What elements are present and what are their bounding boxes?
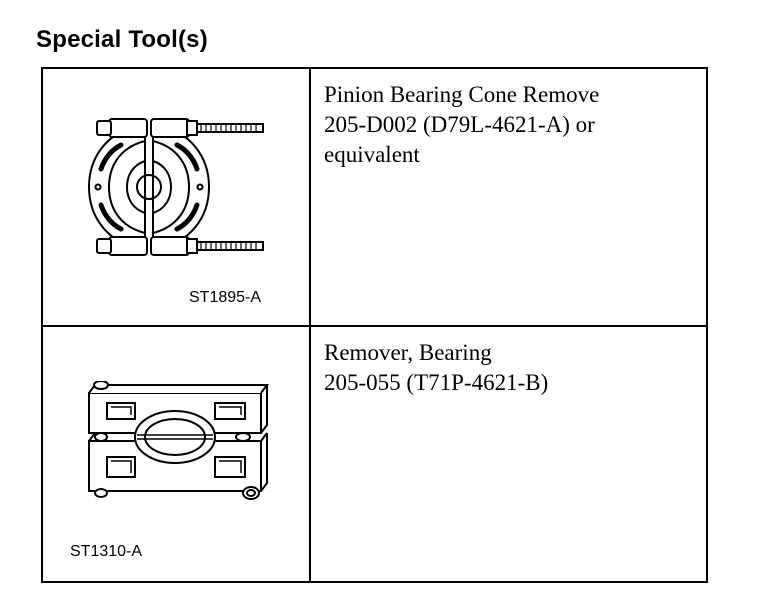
description-line: Pinion Bearing Cone Remove: [324, 82, 600, 107]
tool-description: Remover, Bearing 205-055 (T71P-4621-B): [311, 327, 706, 398]
tool-row: ST1895-A Pinion Bearing Cone Remove 205-…: [41, 67, 708, 327]
special-tools-table: ST1895-A Pinion Bearing Cone Remove 205-…: [41, 67, 708, 583]
description-line: 205-055 (T71P-4621-B): [324, 370, 549, 395]
tool-illustration-cell: ST1310-A: [41, 325, 311, 583]
description-line: 205-D002 (D79L-4621-A) or: [324, 112, 595, 137]
description-line: equivalent: [324, 142, 420, 167]
tool-description-cell: Pinion Bearing Cone Remove 205-D002 (D79…: [309, 67, 708, 327]
bearing-splitter-puller-icon: [87, 118, 264, 256]
tool-description-cell: Remover, Bearing 205-055 (T71P-4621-B): [309, 325, 708, 583]
description-line: Remover, Bearing: [324, 340, 492, 365]
section-title: Special Tool(s): [36, 26, 208, 53]
figure-label: ST1895-A: [189, 289, 262, 306]
figure-label: ST1310-A: [70, 543, 143, 560]
tool-row: ST1310-A Remover, Bearing 205-055 (T71P-…: [41, 325, 708, 583]
bearing-remover-icon: [88, 381, 269, 500]
tool-description: Pinion Bearing Cone Remove 205-D002 (D79…: [311, 69, 706, 170]
tool-illustration-cell: ST1895-A: [41, 67, 311, 327]
